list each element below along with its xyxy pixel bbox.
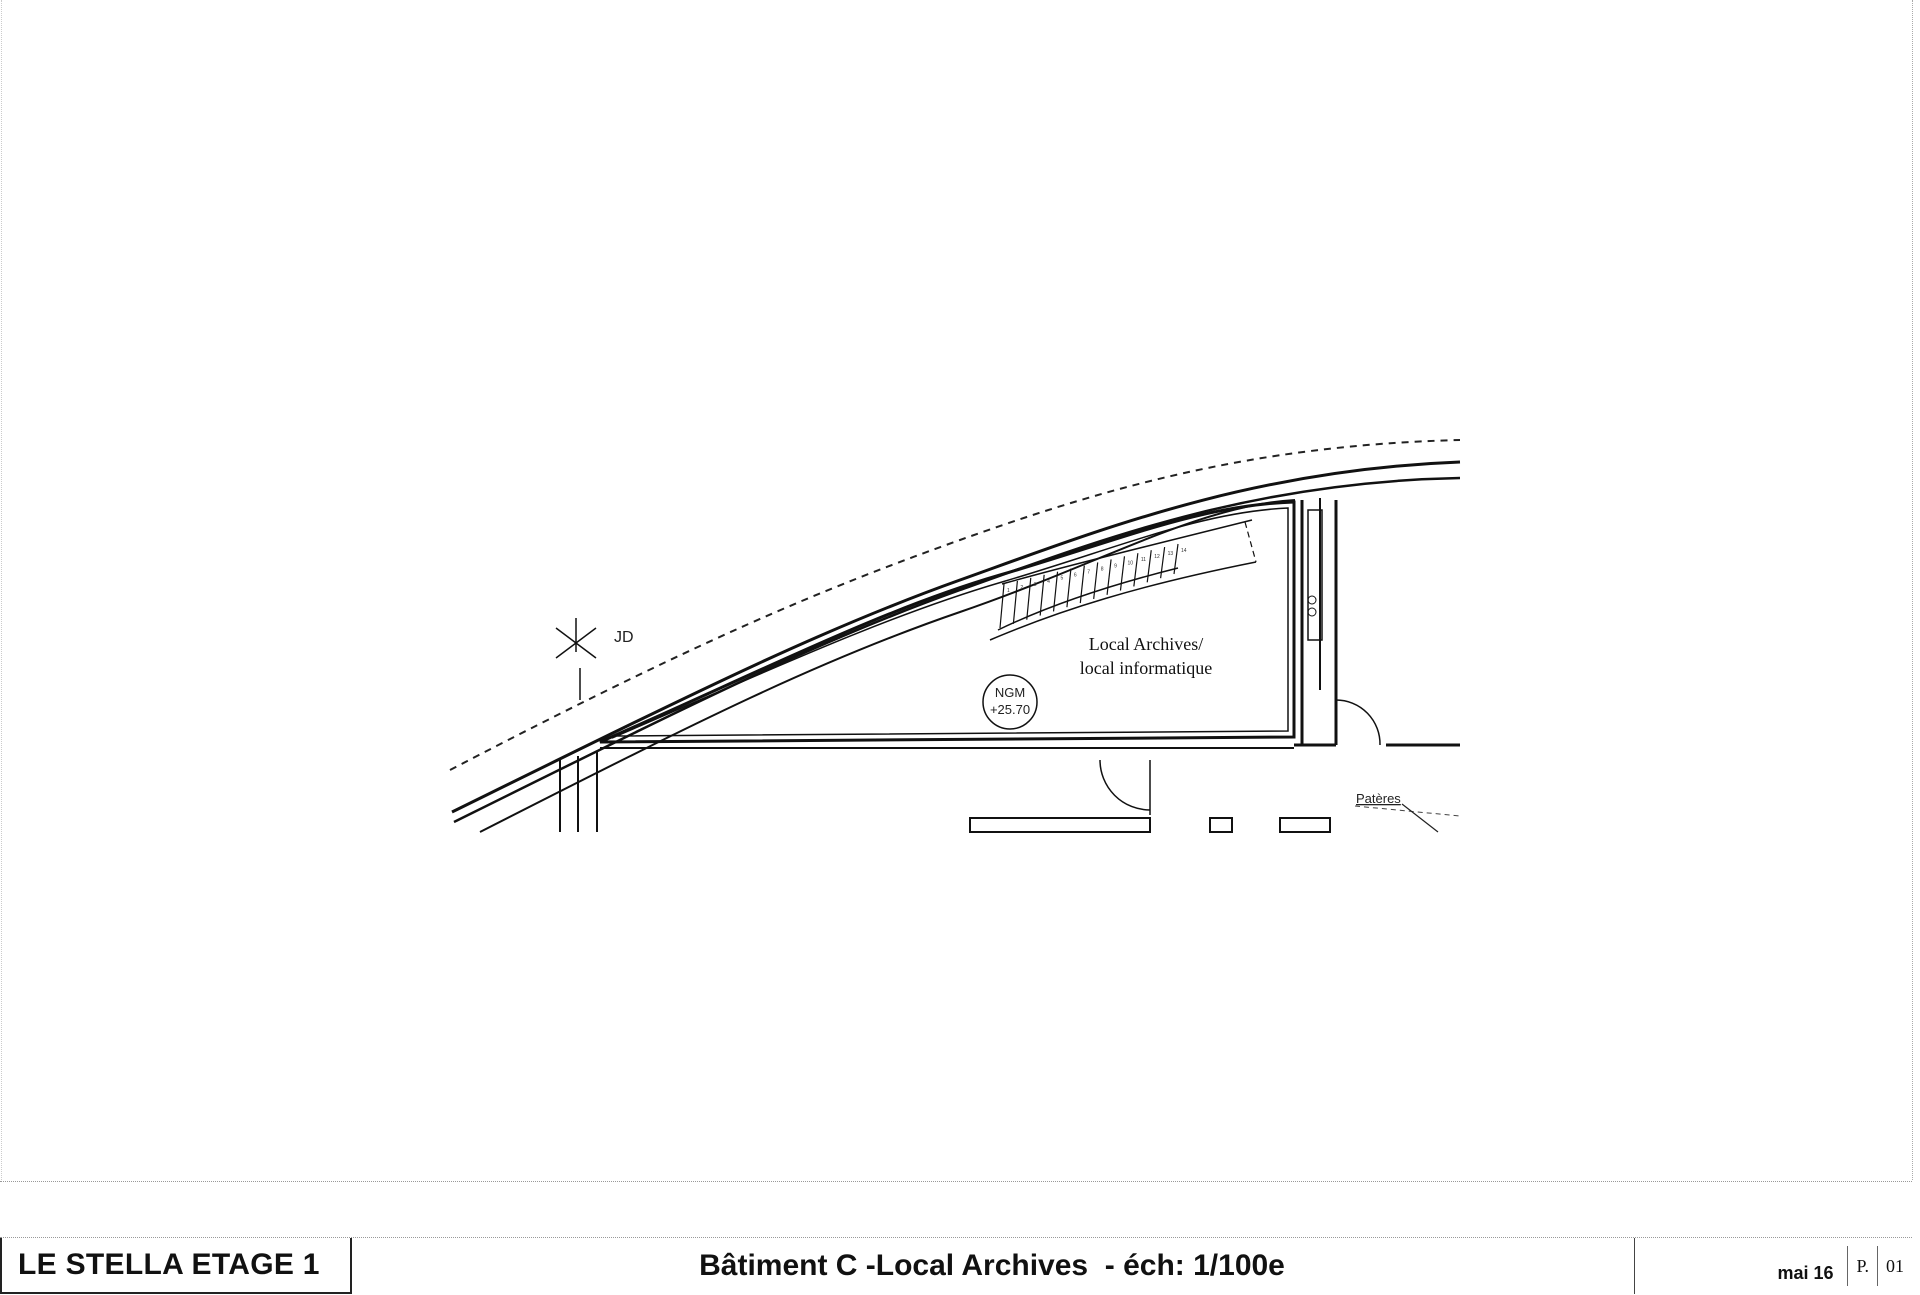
stair-tread (1026, 577, 1032, 620)
stair-tread (1146, 550, 1152, 583)
sheet-frame-bottom (0, 1181, 1912, 1183)
room-name-line-1: Local Archives/ (1089, 634, 1203, 654)
roof-outline-dashed (449, 439, 1461, 771)
coat-hook-line (1354, 805, 1461, 817)
archives-room-walls (599, 500, 1296, 744)
coat-hooks-label: Patères (1356, 791, 1401, 806)
fixture-1 (1307, 595, 1317, 605)
stair-step-number: 12 (1154, 554, 1160, 560)
stair-tread (999, 583, 1005, 629)
date-page-cell: mai 16 P. 01 (1634, 1238, 1912, 1294)
stair-step-number: 5 (1061, 576, 1064, 582)
door-swing-lower (1099, 759, 1151, 811)
drawing-date: mai 16 (1777, 1262, 1834, 1283)
facade-wall-inner (453, 476, 1461, 824)
stair-step-number: 2 (1020, 585, 1023, 591)
facade-wall-outer (451, 460, 1461, 814)
stair-step-number: 10 (1127, 560, 1133, 566)
door-swing-archives (1335, 699, 1381, 746)
stair-tread (1066, 568, 1072, 608)
stair-step-number: 7 (1087, 570, 1090, 576)
stair-tread (1133, 553, 1139, 587)
stair-tread (1012, 580, 1018, 624)
stair-tread (1119, 556, 1126, 591)
level-marker-value: +25.70 (990, 702, 1030, 717)
room-name-line-2: local informatique (1080, 658, 1212, 678)
stair-step-number: 14 (1181, 548, 1187, 554)
stair-tread (1160, 547, 1166, 579)
coat-hook-leader (1401, 803, 1439, 833)
stair-step-number: 3 (1034, 582, 1037, 588)
stair-step-number: 1 (1007, 588, 1010, 594)
drawing-title-cell: Bâtiment C -Local Archives - éch: 1/100e (352, 1238, 1632, 1294)
sheet-frame-right (1912, 0, 1914, 1180)
counter-block-3 (1279, 817, 1331, 833)
level-marker-label: NGM (995, 685, 1025, 700)
cabinet (1307, 509, 1323, 641)
stair-step-number: 9 (1114, 563, 1117, 569)
stair-tread (1079, 565, 1085, 604)
stair-step-number: 11 (1141, 557, 1146, 563)
stair-step-number: 8 (1101, 566, 1104, 572)
stair-tread (1173, 543, 1179, 575)
stair-step-number: 13 (1168, 551, 1174, 557)
level-marker-circle (982, 674, 1038, 730)
north-arrow-icon (555, 618, 597, 700)
project-name: LE STELLA ETAGE 1 (18, 1248, 320, 1281)
counter-block-1 (969, 817, 1151, 833)
stair-tread (1106, 559, 1112, 595)
page-number: 01 (1877, 1246, 1912, 1286)
stair-tread (1039, 574, 1045, 616)
sheet-frame-left (1, 0, 3, 1180)
stair-tread (1052, 571, 1059, 612)
stair-tread (1093, 562, 1099, 599)
fixture-2 (1307, 607, 1317, 617)
drawing-title: Bâtiment C -Local Archives - éch: 1/100e (699, 1249, 1285, 1282)
page-prefix: P. (1847, 1246, 1877, 1286)
stair-step-number: 4 (1047, 579, 1050, 585)
compass-label: JD (614, 629, 634, 646)
archives-room-walls-inner (611, 507, 1289, 739)
title-block: LE STELLA ETAGE 1 Bâtiment C -Local Arch… (0, 1237, 1912, 1294)
counter-block-2 (1209, 817, 1233, 833)
project-cell: LE STELLA ETAGE 1 (0, 1238, 352, 1294)
stair-step-number: 6 (1074, 573, 1077, 579)
